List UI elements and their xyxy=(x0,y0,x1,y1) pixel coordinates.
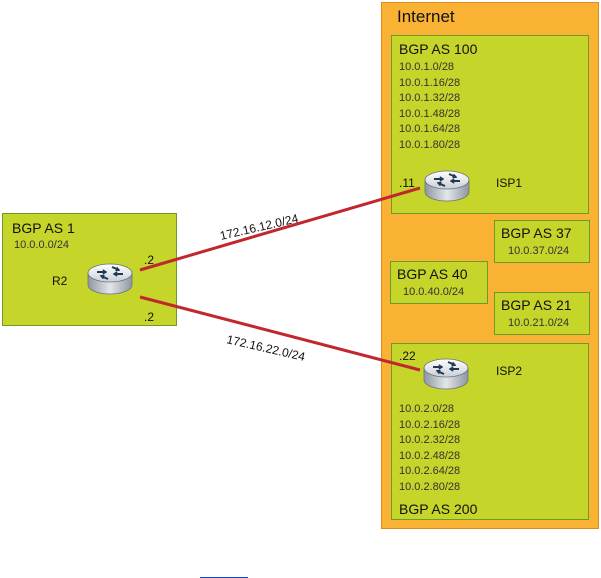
prefix: 10.0.1.64/28 xyxy=(399,123,461,135)
router-isp2-label: ISP2 xyxy=(496,364,523,378)
link-r2-isp2 xyxy=(139,295,421,372)
link-label-r2-isp1: 172.16.12.0/24 xyxy=(219,211,300,243)
as37-network: 10.0.37.0/24 xyxy=(508,245,570,257)
prefix: 10.0.2.80/28 xyxy=(399,480,461,493)
prefix: 10.0.1.32/28 xyxy=(399,92,461,104)
as21-box xyxy=(494,292,590,335)
as21-title: BGP AS 21 xyxy=(501,297,572,313)
interface-r2-bottom: .2 xyxy=(144,310,155,324)
interface-r2-top: .2 xyxy=(144,253,155,267)
prefix: 10.0.2.0/28 xyxy=(399,403,455,415)
router-isp2-icon[interactable] xyxy=(423,358,469,390)
as1-title: BGP AS 1 xyxy=(12,220,75,236)
as37-title: BGP AS 37 xyxy=(501,225,572,241)
as100-prefix-list: 10.0.1.0/28 10.0.1.16/28 10.0.1.32/28 10… xyxy=(399,60,460,153)
as100-box xyxy=(391,35,589,214)
link-r2-isp1 xyxy=(139,186,421,272)
prefix: 10.0.2.64/28 xyxy=(399,465,461,477)
as200-title: BGP AS 200 xyxy=(399,501,478,517)
as40-network: 10.0.40.0/24 xyxy=(403,286,465,298)
as40-box xyxy=(390,261,488,304)
as21-network: 10.0.21.0/24 xyxy=(508,317,570,329)
prefix: 10.0.1.16/28 xyxy=(399,76,461,89)
as100-title: BGP AS 100 xyxy=(399,41,478,57)
as200-prefix-list: 10.0.2.0/28 10.0.2.16/28 10.0.2.32/28 10… xyxy=(399,402,460,495)
as40-title: BGP AS 40 xyxy=(397,266,468,282)
prefix: 10.0.1.80/28 xyxy=(399,138,461,151)
prefix: 10.0.2.16/28 xyxy=(399,418,461,431)
as1-network: 10.0.0.0/24 xyxy=(14,239,70,251)
as37-box xyxy=(494,220,590,263)
prefix: 10.0.2.48/28 xyxy=(399,449,461,462)
interface-isp2: .22 xyxy=(399,349,416,363)
router-isp1-label: ISP1 xyxy=(496,176,523,190)
prefix: 10.0.1.0/28 xyxy=(399,61,455,73)
internet-label: Internet xyxy=(397,7,455,26)
interface-isp1: .11 xyxy=(399,176,415,190)
router-isp1-icon[interactable] xyxy=(424,170,470,202)
router-r2-label: R2 xyxy=(52,274,68,288)
prefix: 10.0.1.48/28 xyxy=(399,107,461,120)
prefix: 10.0.2.32/28 xyxy=(399,434,461,446)
router-r2-icon[interactable] xyxy=(87,263,133,295)
